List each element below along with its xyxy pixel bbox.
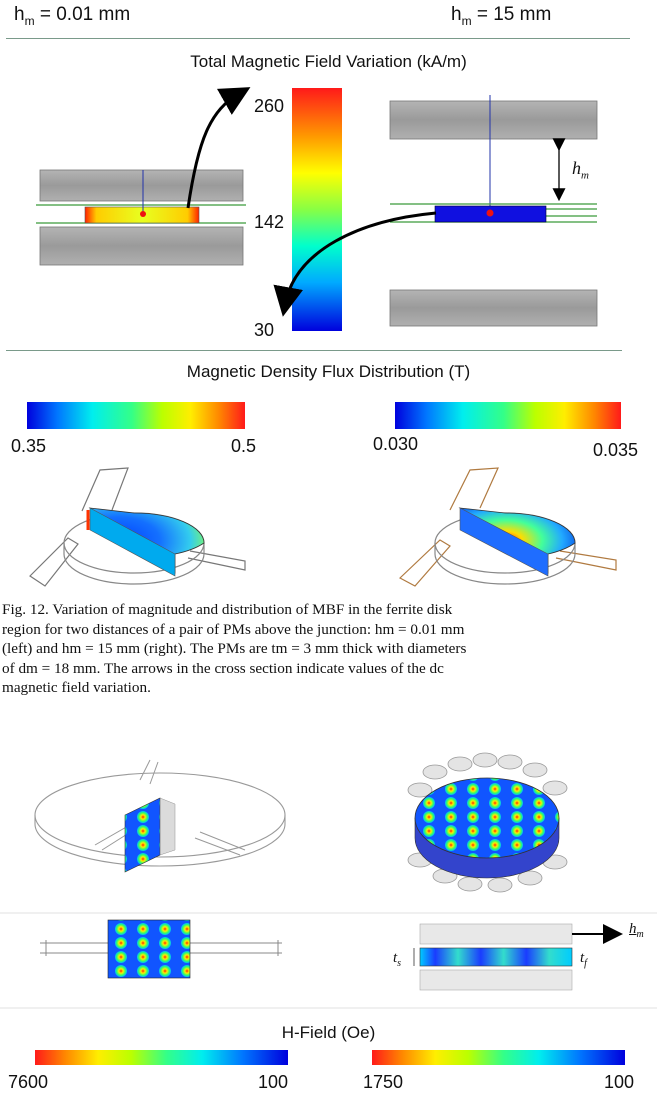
hfield-right-max: 1750: [363, 1072, 404, 1092]
divider-top: [6, 38, 630, 39]
arrow-right-to-min: [273, 211, 437, 317]
flux-left-3d-disk: [29, 467, 617, 587]
ts-label-t: t: [393, 950, 398, 966]
left-upper-plate: [39, 169, 244, 202]
flux-right-max: 0.035: [593, 440, 639, 460]
flux-right-min: 0.030: [373, 434, 419, 454]
hfield-3d-slice-view: [34, 759, 286, 873]
header-right-sub: m: [461, 13, 472, 28]
hfield-side-view-right: [413, 923, 623, 991]
divider-middle: [6, 350, 622, 351]
colorbar-max-label: 260: [254, 96, 285, 116]
arrow-left-to-max: [186, 87, 251, 209]
colorbar-mid-label: 142: [254, 212, 285, 232]
hm-label-top: hm: [572, 158, 589, 182]
header-left-value: = 0.01 mm: [34, 4, 131, 25]
caption-line-2: region for two distances of a pair of PM…: [2, 620, 465, 638]
caption-line-4: of dm = 18 mm. The arrows in the cross s…: [2, 659, 444, 677]
right-probe-dot: [486, 209, 494, 217]
tf-label-t: t: [580, 950, 585, 966]
hm-label-bottom: hm: [629, 921, 644, 940]
header-right: hm = 15 mm: [451, 4, 551, 28]
left-probe-dot: [140, 211, 146, 217]
ferrite-tf-layer: [419, 947, 573, 967]
header-left: hm = 0.01 mm: [14, 4, 130, 28]
caption-line-5: magnetic field variation.: [2, 679, 151, 696]
hfield-right-min: 100: [604, 1072, 635, 1092]
header-left-sub: m: [24, 13, 35, 28]
caption-line-1: Fig. 12. Variation of magnitude and dist…: [2, 601, 453, 618]
header-left-h: h: [14, 4, 25, 25]
left-lower-plate: [39, 226, 244, 266]
tf-label-sub: f: [584, 958, 587, 969]
left-cross-section: [36, 87, 598, 331]
hfield-3d-full-disk: [407, 752, 568, 893]
hfield-side-view-left: [40, 919, 282, 979]
caption-line-3: (left) and hm = 15 mm (right). The PMs a…: [2, 640, 467, 657]
hm-label-top-sub: m: [581, 169, 589, 182]
flux-title: Magnetic Density Flux Distribution (T): [186, 362, 471, 381]
hfield-title: H-Field (Oe): [281, 1023, 376, 1042]
hfield-left-min: 100: [258, 1072, 289, 1092]
ts-label-sub: s: [397, 958, 402, 969]
flux-left-min: 0.35: [11, 436, 47, 456]
bottom-figures: [0, 752, 657, 1009]
right-lower-plate: [389, 289, 598, 327]
hm-label-bottom-sub: m: [636, 929, 644, 940]
field-variation-title: Total Magnetic Field Variation (kA/m): [190, 52, 467, 71]
hm-label-top-h: h: [572, 158, 581, 178]
hfield-left-colorbar: [35, 1050, 288, 1065]
field-colorbar: [292, 88, 342, 331]
flux-right-colorbar: [395, 402, 621, 429]
figure-caption: Fig. 12. Variation of magnitude and dist…: [2, 600, 657, 698]
right-upper-plate: [389, 100, 598, 140]
ts-label: ts: [393, 950, 401, 969]
header-right-h: h: [451, 4, 462, 25]
hfield-right-colorbar: [372, 1050, 625, 1065]
header-right-value: = 15 mm: [471, 4, 552, 25]
flux-left-colorbar: [27, 402, 245, 429]
flux-left-max: 0.5: [231, 436, 257, 456]
tf-label: tf: [580, 950, 587, 969]
hm-label-bottom-h: h: [629, 921, 637, 937]
hfield-left-max: 7600: [8, 1072, 49, 1092]
colorbar-min-label: 30: [254, 320, 275, 340]
